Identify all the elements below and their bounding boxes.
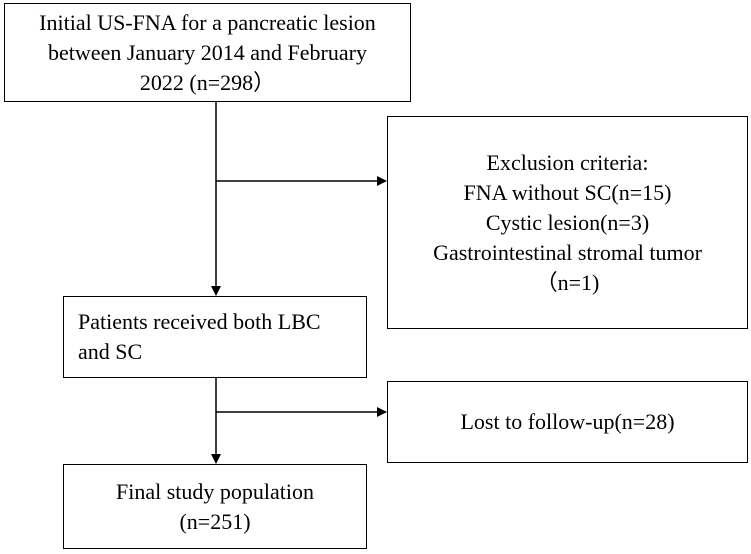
received-line-1: Patients received both LBC	[78, 309, 321, 334]
final-line-2: (n=251)	[179, 508, 251, 534]
received-line-2: and SC	[78, 339, 143, 364]
exclusion-line-3: Cystic lesion(n=3)	[485, 209, 650, 235]
lost-box: Lost to follow-up(n=28)	[387, 381, 748, 463]
received-box: Patients received both LBC and SC	[63, 296, 367, 378]
initial-line-1: Initial US-FNA for a pancreatic lesion	[39, 9, 376, 35]
initial-line-2: between January 2014 and February	[48, 39, 367, 65]
initial-box: Initial US-FNA for a pancreatic lesion b…	[4, 3, 411, 102]
exclusion-line-4: Gastrointestinal stromal tumor	[433, 239, 702, 265]
lost-line-1: Lost to follow-up(n=28)	[460, 409, 675, 434]
exclusion-box: Exclusion criteria: FNA without SC(n=15)…	[387, 116, 748, 329]
final-line-1: Final study population	[116, 478, 314, 504]
initial-line-3: 2022 (n=298）	[139, 69, 276, 95]
exclusion-line-2: FNA without SC(n=15)	[463, 179, 672, 205]
exclusion-line-1: Exclusion criteria:	[486, 149, 649, 175]
exclusion-line-5: （n=1)	[535, 269, 600, 295]
final-box: Final study population (n=251)	[63, 464, 367, 549]
